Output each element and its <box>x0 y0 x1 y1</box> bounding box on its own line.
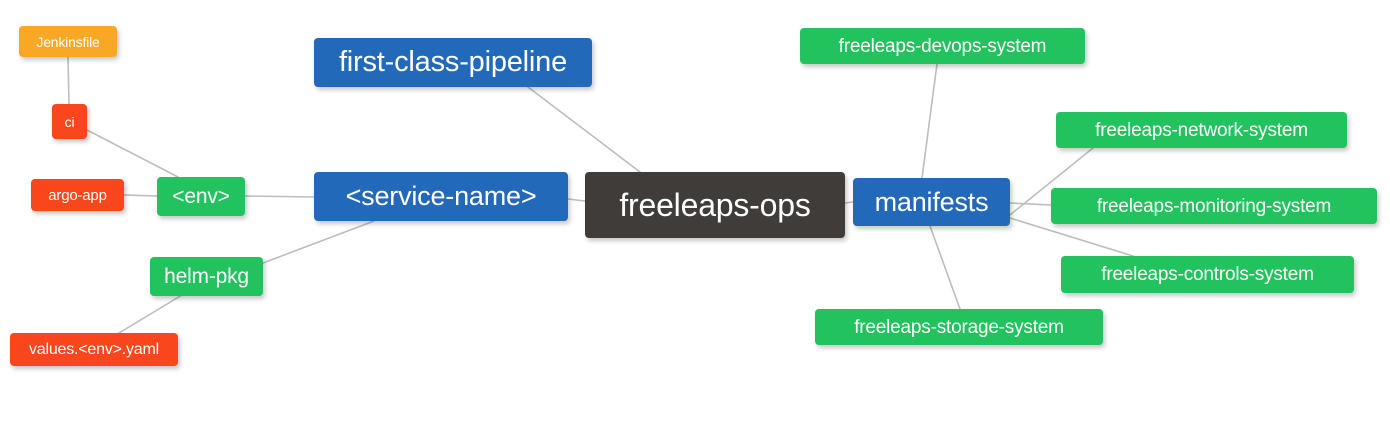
node-label-manifests: manifests <box>874 186 989 217</box>
node-label-argo-app: argo-app <box>48 186 107 204</box>
node-label-service-name: <service-name> <box>345 181 537 211</box>
node-label-env: <env> <box>172 185 230 208</box>
node-label-first-class-pipeline: first-class-pipeline <box>338 46 568 78</box>
node-manifests[interactable]: manifests <box>853 178 1010 226</box>
node-label-ci: ci <box>64 113 75 130</box>
edge-helm-pkg-to-values-env-yaml <box>118 294 183 334</box>
edge-ci-to-jenkinsfile <box>67 56 70 105</box>
node-jenkinsfile[interactable]: Jenkinsfile <box>19 26 117 57</box>
edge-manifests-to-freeleaps-devops-system <box>921 63 938 179</box>
edge-freeleaps-ops-to-first-class-pipeline <box>527 86 641 173</box>
node-service-name[interactable]: <service-name> <box>314 172 568 221</box>
node-label-freeleaps-storage-system: freeleaps-storage-system <box>854 316 1064 338</box>
node-freeleaps-monitoring-system[interactable]: freeleaps-monitoring-system <box>1051 188 1377 224</box>
node-freeleaps-devops-system[interactable]: freeleaps-devops-system <box>800 28 1085 64</box>
node-helm-pkg[interactable]: helm-pkg <box>150 257 263 296</box>
node-values-env-yaml[interactable]: values.<env>.yaml <box>10 333 178 366</box>
node-label-freeleaps-devops-system: freeleaps-devops-system <box>838 35 1047 57</box>
edge-manifests-to-freeleaps-storage-system <box>929 225 961 310</box>
edge-service-name-to-env <box>244 195 315 198</box>
node-first-class-pipeline[interactable]: first-class-pipeline <box>314 38 592 87</box>
node-label-freeleaps-network-system: freeleaps-network-system <box>1095 119 1308 141</box>
node-label-helm-pkg: helm-pkg <box>164 265 249 288</box>
edge-manifests-to-freeleaps-monitoring-system <box>1009 202 1052 206</box>
edge-env-to-ci <box>86 129 179 178</box>
node-label-freeleaps-ops: freeleaps-ops <box>619 187 811 223</box>
edge-freeleaps-ops-to-manifests <box>844 201 854 204</box>
node-freeleaps-controls-system[interactable]: freeleaps-controls-system <box>1061 256 1354 293</box>
node-argo-app[interactable]: argo-app <box>31 179 124 211</box>
node-ci[interactable]: ci <box>52 104 87 139</box>
edge-env-to-argo-app <box>123 194 158 197</box>
node-label-freeleaps-controls-system: freeleaps-controls-system <box>1101 264 1314 285</box>
node-env[interactable]: <env> <box>157 177 245 216</box>
node-freeleaps-network-system[interactable]: freeleaps-network-system <box>1056 112 1347 148</box>
node-freeleaps-ops[interactable]: freeleaps-ops <box>585 172 845 238</box>
node-label-freeleaps-monitoring-system: freeleaps-monitoring-system <box>1096 195 1332 217</box>
edge-service-name-to-helm-pkg <box>262 220 375 264</box>
edge-freeleaps-ops-to-service-name <box>567 198 586 202</box>
node-label-values-env-yaml: values.<env>.yaml <box>28 340 159 358</box>
node-label-jenkinsfile: Jenkinsfile <box>36 33 100 50</box>
node-freeleaps-storage-system[interactable]: freeleaps-storage-system <box>815 309 1103 345</box>
